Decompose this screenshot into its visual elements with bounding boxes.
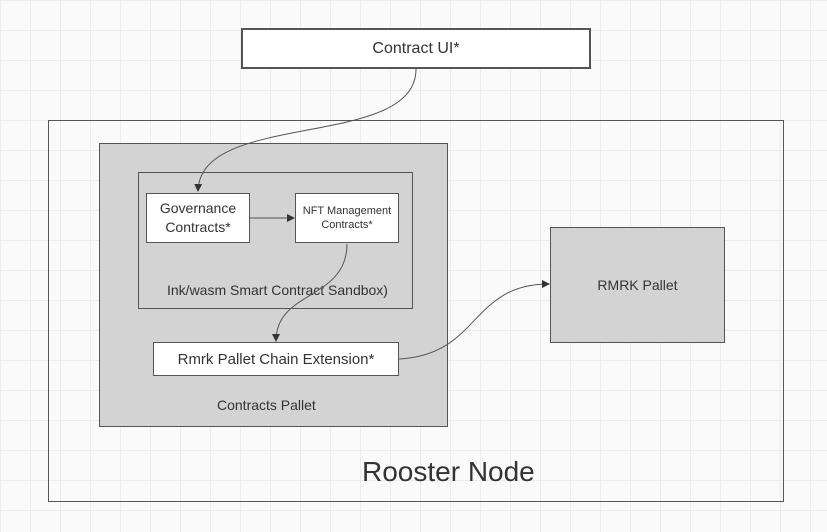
connector-ui-to-governance: [194, 68, 417, 192]
nft-management-line-1: NFT Management: [302, 205, 392, 217]
sandbox-label: Ink/wasm Smart Contract Sandbox): [167, 282, 388, 298]
chain-extension-label: Rmrk Pallet Chain Extension*: [177, 350, 375, 368]
nft-management-line-2: Contracts*: [321, 219, 373, 231]
nft-management-contracts-box: NFT Management Contracts*: [295, 193, 399, 243]
contracts-pallet-label: Contracts Pallet: [217, 397, 316, 413]
rooster-node-label: Rooster Node: [362, 456, 535, 487]
rmrk-pallet-label: RMRK Pallet: [597, 277, 678, 293]
contract-ui-label: Contract UI*: [372, 39, 460, 57]
governance-line-1: Governance: [159, 200, 237, 216]
connector-nft-to-chain-extension: [272, 243, 348, 342]
governance-contracts-box: Governance Contracts*: [146, 193, 250, 243]
contract-ui-box: Contract UI*: [241, 28, 591, 69]
governance-line-2: Contracts*: [165, 219, 231, 235]
chain-extension-box: Rmrk Pallet Chain Extension*: [153, 342, 399, 376]
rooster-node-container: [48, 120, 784, 502]
rmrk-pallet-box: RMRK Pallet: [550, 227, 725, 343]
connector-chain-extension-to-rmrk: [398, 280, 550, 360]
